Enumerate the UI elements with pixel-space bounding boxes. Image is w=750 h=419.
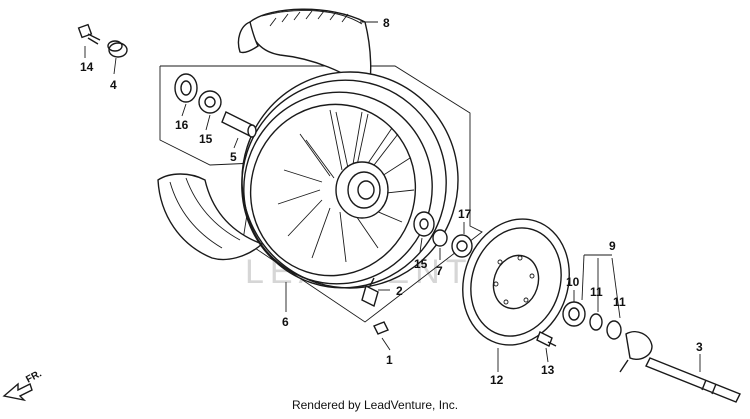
callout-11-b: 11 bbox=[613, 295, 626, 309]
callout-16: 16 bbox=[175, 118, 189, 132]
wheel-rim bbox=[241, 71, 459, 289]
front-direction-arrow: FR. bbox=[2, 368, 44, 402]
disc-bolt-part-13 bbox=[536, 331, 557, 347]
balance-weight-part-1 bbox=[373, 321, 389, 335]
washer-part-11-b bbox=[606, 320, 622, 340]
callout-17: 17 bbox=[458, 207, 472, 221]
valve-part-2 bbox=[361, 277, 379, 308]
collar-part-4 bbox=[107, 40, 128, 58]
callout-11-a: 11 bbox=[590, 285, 603, 299]
callout-7: 7 bbox=[436, 264, 443, 278]
footer-credit: Rendered by LeadVenture, Inc. bbox=[291, 398, 459, 412]
callout-15-left: 15 bbox=[199, 132, 213, 146]
callout-5: 5 bbox=[230, 150, 237, 164]
dust-seal-part-17 bbox=[451, 234, 473, 258]
callout-13: 13 bbox=[541, 363, 555, 377]
seal-part-15-right bbox=[413, 211, 435, 237]
bolt-part-14 bbox=[77, 23, 101, 45]
speedometer-gearbox-part-9 bbox=[619, 330, 653, 373]
callout-15-right: 15 bbox=[414, 257, 428, 271]
spacer-part-5 bbox=[221, 111, 257, 138]
assembly-outline bbox=[159, 65, 483, 323]
tire-lower-half bbox=[157, 173, 264, 261]
seal-part-15-left bbox=[198, 90, 222, 114]
washer-part-11-a bbox=[589, 313, 603, 331]
callout-12: 12 bbox=[490, 373, 504, 387]
callout-4: 4 bbox=[110, 78, 117, 92]
leader-lines bbox=[84, 21, 701, 372]
brake-disc-part-12 bbox=[462, 218, 570, 346]
callout-1: 1 bbox=[386, 353, 393, 367]
tire-upper-half bbox=[237, 8, 372, 94]
callout-9: 9 bbox=[609, 239, 616, 253]
bearing-part-16 bbox=[174, 73, 198, 103]
callout-10: 10 bbox=[566, 275, 580, 289]
callout-2: 2 bbox=[396, 284, 403, 298]
callout-8: 8 bbox=[383, 16, 390, 30]
callout-3: 3 bbox=[696, 340, 703, 354]
callout-6: 6 bbox=[282, 315, 289, 329]
axle-part-3 bbox=[645, 357, 741, 403]
gear-part-10 bbox=[562, 301, 586, 327]
front-direction-label: FR. bbox=[24, 368, 44, 385]
callout-14: 14 bbox=[80, 60, 94, 74]
washer-part-7 bbox=[432, 229, 448, 247]
